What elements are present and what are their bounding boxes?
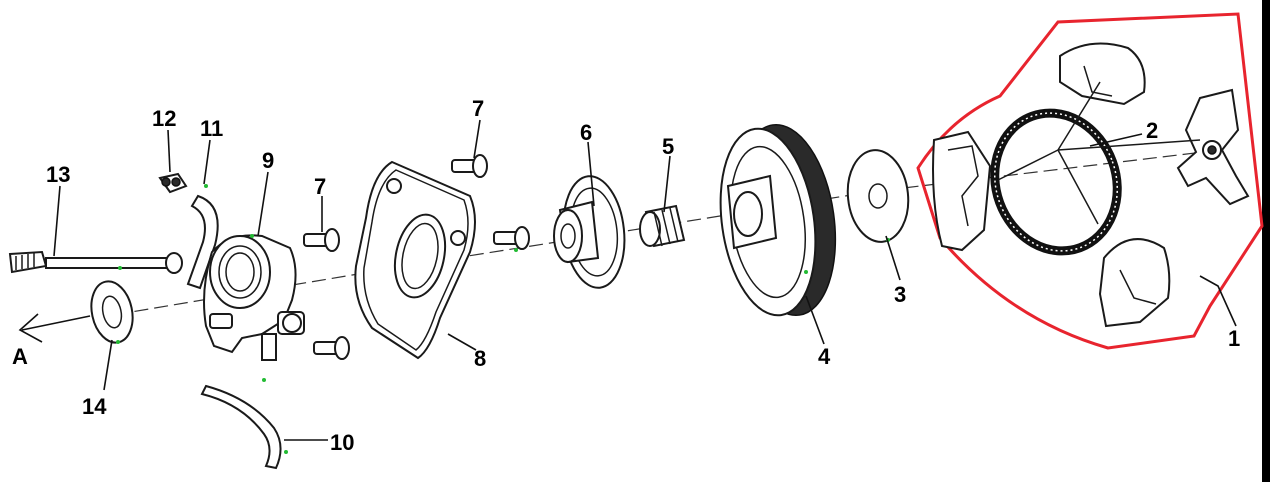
part-1-shoe-top: [1059, 42, 1146, 106]
part-10-hose: [200, 378, 288, 470]
clutch-center-lines: [997, 81, 1201, 225]
part-6-flange: [553, 175, 626, 289]
part-14-washer: [90, 280, 134, 344]
part-3-washer: [846, 149, 910, 243]
callout-13: 13: [46, 162, 70, 187]
callout-7-upper: 7: [472, 96, 484, 121]
callout-1: 1: [1228, 326, 1240, 351]
right-edge-strip: [1262, 0, 1270, 482]
direction-arrow: [18, 313, 91, 343]
callout-4: 4: [818, 344, 831, 369]
part-12-nipple: [158, 172, 188, 194]
leader-lines: [53, 119, 1237, 441]
part-4-clutch-drum: [719, 123, 837, 317]
callout-14: 14: [82, 394, 107, 419]
callout-10: 10: [330, 430, 354, 455]
part-1-shoe-bottom: [1098, 238, 1171, 328]
part-13-adjusting-rod: [8, 250, 183, 274]
callout-5: 5: [662, 134, 674, 159]
callout-7-middle: 7: [314, 174, 326, 199]
callout-12: 12: [152, 106, 176, 131]
part-11-hose: [186, 184, 219, 290]
part-1-hub: [1176, 88, 1250, 206]
part-7-bolt-lower: [313, 336, 350, 360]
part-1-shoe-left: [932, 130, 992, 252]
part-9-oil-pump: [203, 234, 305, 361]
part-5-bearing: [639, 204, 686, 248]
callout-11: 11: [200, 116, 223, 141]
callout-9: 9: [262, 148, 274, 173]
direction-label-a: A: [12, 344, 28, 369]
part-7-bolt-middle: [303, 228, 340, 252]
bolt-near-6: [493, 226, 530, 252]
clutch-group-highlight: [916, 12, 1264, 350]
callout-2: 2: [1146, 118, 1158, 143]
part-8-cover-plate: [354, 160, 476, 360]
callout-8: 8: [474, 346, 486, 371]
part-2-spring: [990, 108, 1122, 256]
callout-3: 3: [894, 282, 906, 307]
part-7-bolt-upper: [451, 154, 488, 178]
callout-6: 6: [580, 120, 592, 145]
